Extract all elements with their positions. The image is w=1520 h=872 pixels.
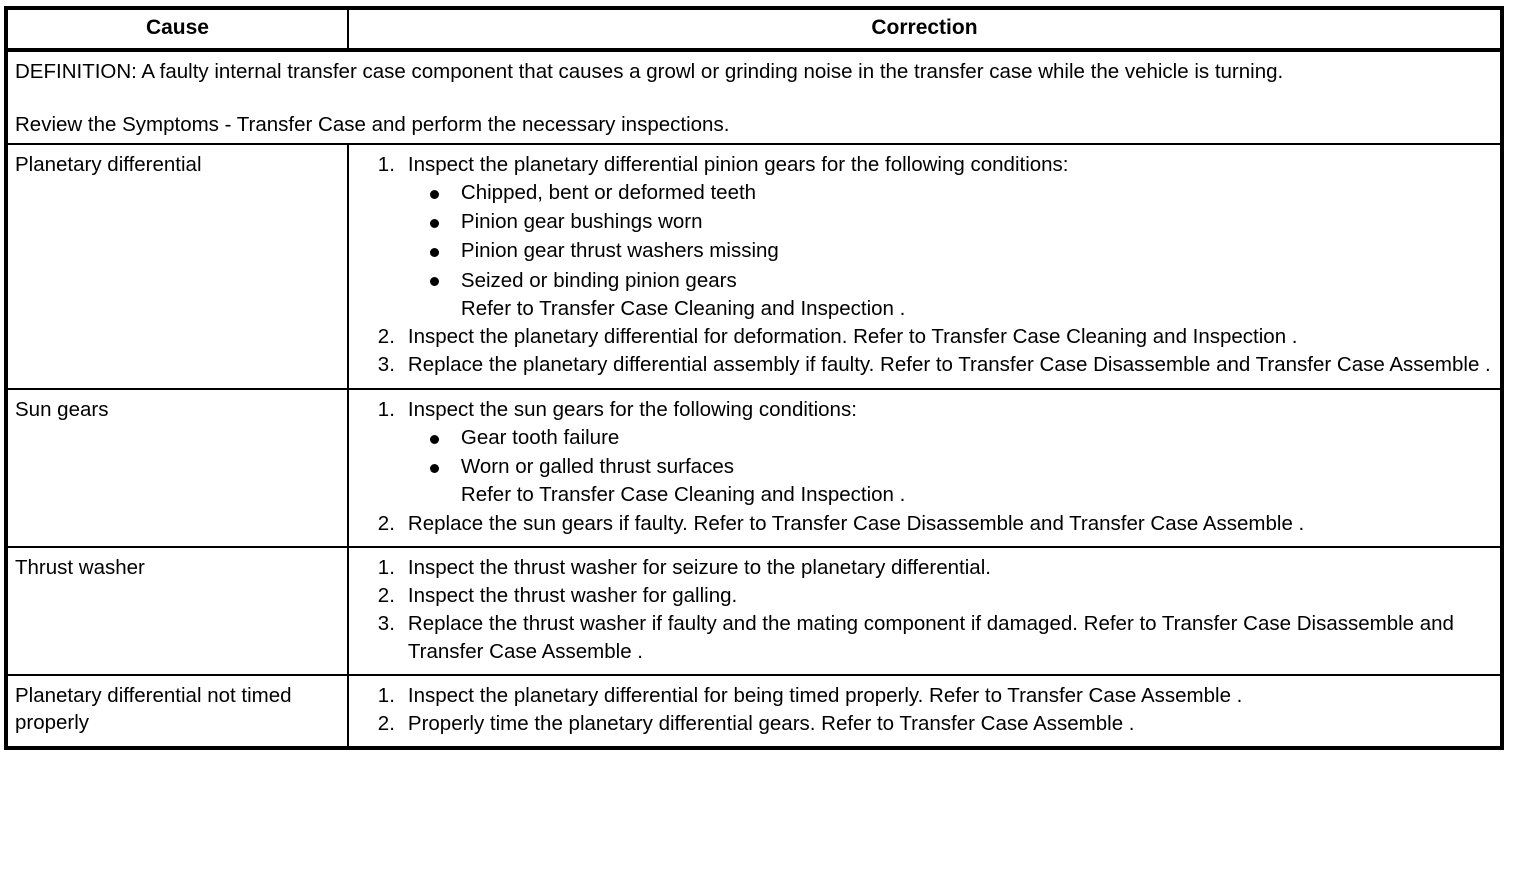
bullet-dot-icon	[429, 434, 439, 444]
step-number: 3.	[377, 353, 395, 377]
bullet-text: Chipped, bent or deformed teeth	[460, 180, 757, 204]
bullet-dot-icon	[429, 463, 439, 473]
definition-review-text: Review the Symptoms - Transfer Case and …	[15, 113, 730, 137]
step-number: 2.	[377, 712, 395, 736]
correction-cell: 1. Inspect the planetary differential pin…	[347, 142, 1502, 389]
list-item: Gear tooth failure	[408, 424, 1494, 451]
refer-link-text: Refer to Transfer Case Cleaning and Insp…	[460, 296, 906, 320]
correction-step: 3. Replace the thrust washer if faulty an…	[365, 610, 1494, 665]
step-text: Inspect the sun gears for the following …	[407, 397, 857, 421]
cause-cell: Planetary differential	[6, 142, 349, 389]
correction-step: 2. Inspect the thrust washer for galling.	[365, 582, 1494, 609]
step-text: Inspect the planetary differential for b…	[407, 683, 1243, 707]
column-header-correction: Correction	[347, 8, 1502, 53]
definition-row: DEFINITION: A faulty internal transfer c…	[6, 50, 1502, 144]
step-number: 1.	[377, 397, 395, 421]
step-number: 1.	[377, 555, 395, 579]
step-text: Replace the thrust washer if faulty and …	[407, 612, 1454, 663]
list-item: Seized or binding pinion gears	[408, 267, 1494, 294]
bullet-dot-icon	[429, 277, 439, 287]
step-number: 2.	[377, 584, 395, 608]
correction-step: 1. Inspect the planetary differential for…	[365, 682, 1494, 709]
step-text: Inspect the planetary differential pinio…	[407, 152, 1069, 176]
symptom-correction-table: Cause Correction DEFINITION: A faulty in…	[4, 6, 1504, 751]
correction-step-list: 1. Inspect the planetary differential for…	[365, 682, 1494, 738]
table-row: Thrust washer 1. Inspect the thrust washer…	[6, 545, 1502, 675]
table-row: Planetary differential 1. Inspect the plan…	[6, 142, 1502, 389]
bullet-text: Gear tooth failure	[460, 425, 620, 449]
header-row: Cause Correction	[6, 8, 1502, 53]
refer-link-text: Refer to Transfer Case Cleaning and Insp…	[460, 483, 906, 507]
list-item: Chipped, bent or deformed teeth	[408, 179, 1494, 206]
document-page: Cause Correction DEFINITION: A faulty in…	[0, 6, 1520, 872]
cause-cell: Thrust washer	[6, 545, 349, 675]
step-number: 2.	[377, 511, 395, 535]
step-text: Properly time the planetary differential…	[407, 712, 1135, 736]
bullet-text: Worn or galled thrust surfaces	[460, 455, 734, 479]
correction-step-list: 1. Inspect the thrust washer for seizure …	[365, 554, 1494, 665]
table-header: Cause Correction	[6, 8, 1502, 53]
step-number: 2.	[377, 325, 395, 349]
correction-cell: 1. Inspect the sun gears for the followin…	[347, 387, 1502, 547]
step-text: Replace the planetary differential assem…	[407, 353, 1491, 377]
bullet-dot-icon	[429, 248, 439, 257]
list-item: Pinion gear thrust washers missing	[408, 237, 1494, 264]
correction-step: 3. Replace the planetary differential ass…	[365, 351, 1494, 378]
correction-step: 1. Inspect the sun gears for the followin…	[365, 396, 1494, 509]
bullet-dot-icon	[429, 189, 439, 199]
step-number: 3.	[377, 612, 395, 636]
table-row: Sun gears 1. Inspect the sun gears for the…	[6, 387, 1502, 547]
cause-cell: Sun gears	[6, 387, 349, 547]
step-text: Replace the sun gears if faulty. Refer t…	[407, 511, 1305, 535]
correction-step: 2. Properly time the planetary differenti…	[365, 710, 1494, 737]
step-text: Inspect the thrust washer for seizure to…	[407, 555, 991, 579]
definition-cell: DEFINITION: A faulty internal transfer c…	[6, 50, 1502, 144]
correction-cell: 1. Inspect the thrust washer for seizure …	[347, 545, 1502, 675]
bullet-text: Pinion gear bushings worn	[460, 210, 703, 234]
list-item: Worn or galled thrust surfaces	[408, 453, 1494, 480]
bullet-text: Pinion gear thrust washers missing	[460, 239, 779, 263]
step-text: Inspect the thrust washer for galling.	[407, 584, 738, 608]
correction-step: 1. Inspect the planetary differential pin…	[365, 151, 1494, 323]
bullet-text: Seized or binding pinion gears	[460, 268, 737, 292]
column-header-cause: Cause	[6, 8, 349, 53]
table-row: Planetary differential not timed properl…	[6, 673, 1502, 749]
correction-step-list: 1. Inspect the sun gears for the followin…	[365, 396, 1494, 537]
correction-step: 2. Replace the sun gears if faulty. Refer…	[365, 510, 1494, 537]
step-number: 1.	[377, 683, 395, 707]
bullet-dot-icon	[429, 218, 439, 228]
list-item: Pinion gear bushings worn	[408, 208, 1494, 235]
step-number: 1.	[377, 152, 395, 176]
table-body: DEFINITION: A faulty internal transfer c…	[6, 50, 1502, 749]
correction-step-list: 1. Inspect the planetary differential pin…	[365, 151, 1494, 379]
definition-text: DEFINITION: A faulty internal transfer c…	[15, 60, 1284, 84]
step-text: Inspect the planetary differential for d…	[407, 325, 1298, 349]
correction-step: 2. Inspect the planetary differential for…	[365, 323, 1494, 350]
correction-step: 1. Inspect the thrust washer for seizure …	[365, 554, 1494, 581]
correction-cell: 1. Inspect the planetary differential for…	[347, 673, 1502, 749]
cause-cell: Planetary differential not timed properl…	[6, 673, 349, 749]
